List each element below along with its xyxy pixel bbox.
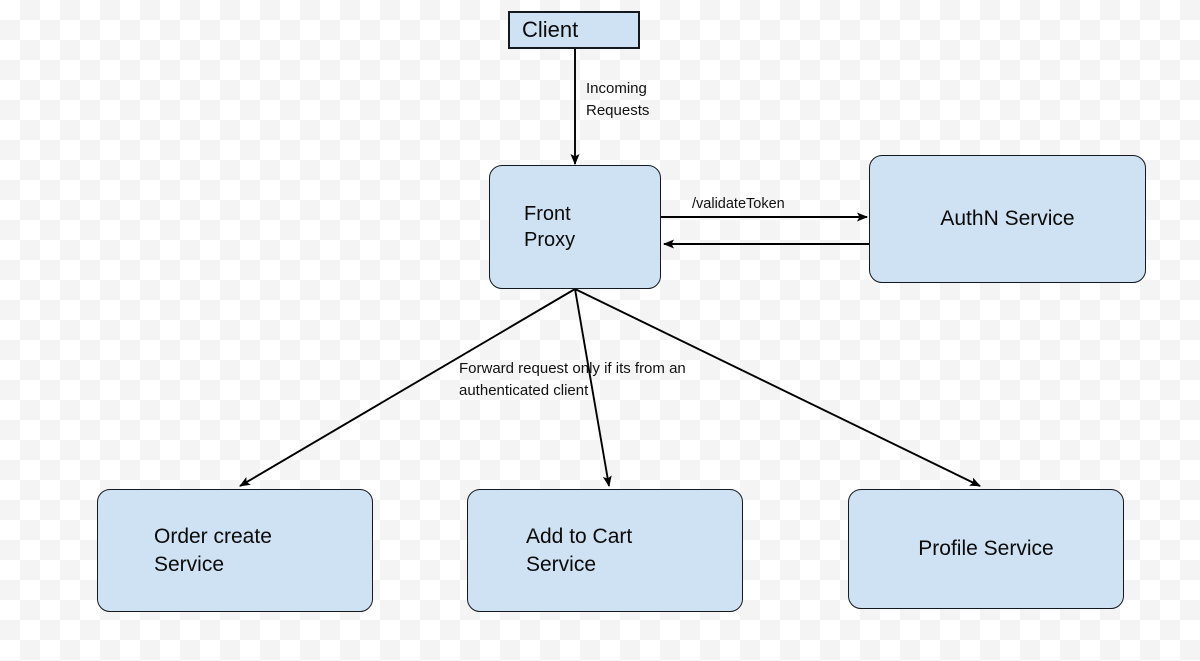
node-authn-service-label: AuthN Service	[940, 207, 1075, 231]
node-order-create-service[interactable]: Order create Service	[97, 489, 373, 612]
node-order-create-service-label: Order create Service	[154, 525, 272, 576]
node-add-to-cart-service-label: Add to Cart Service	[526, 525, 633, 576]
edge-label-validate-token: /validateToken	[692, 196, 785, 212]
node-front-proxy-label: Front Proxy	[524, 203, 576, 251]
node-authn-service[interactable]: AuthN Service	[869, 155, 1146, 283]
node-front-proxy[interactable]: Front Proxy	[489, 165, 661, 289]
node-profile-service-label: Profile Service	[918, 537, 1054, 561]
node-add-to-cart-service[interactable]: Add to Cart Service	[467, 489, 743, 612]
node-client[interactable]: Client	[508, 11, 640, 49]
edge-label-forward-request: Forward request only if its from an auth…	[459, 360, 686, 399]
node-profile-service[interactable]: Profile Service	[848, 489, 1124, 609]
node-client-label: Client	[522, 16, 579, 42]
edge-label-incoming-requests: Incoming Requests	[586, 80, 650, 119]
